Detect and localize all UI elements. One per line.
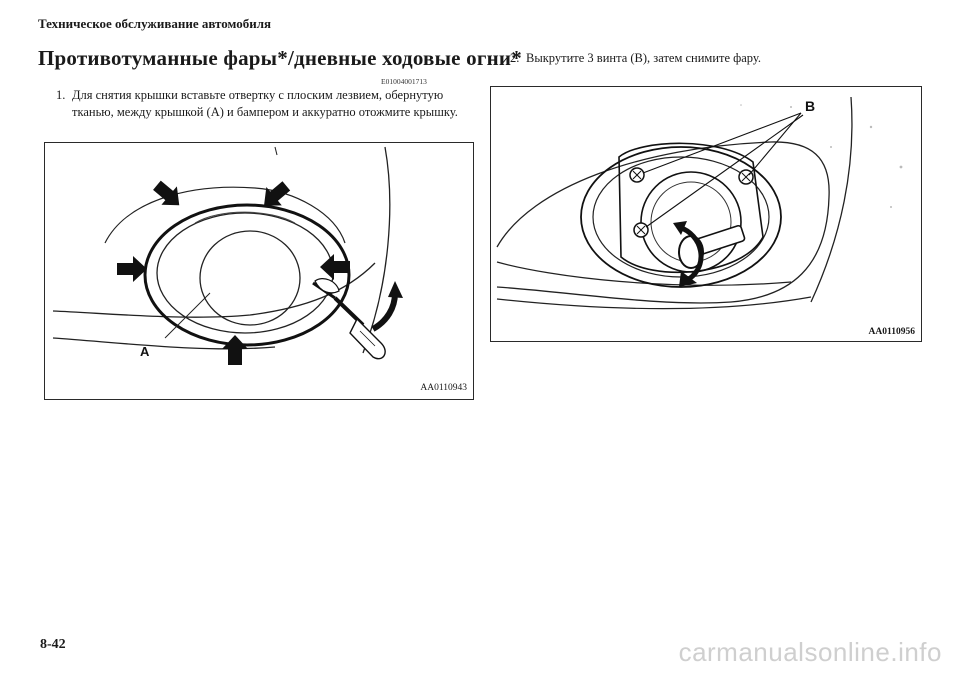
screwdriver-icon [312,278,386,360]
callout-a-label: A [140,344,150,359]
page-number: 8-42 [40,637,66,652]
step-2: 2. Выкрутите 3 винта (B), затем снимите ф… [510,50,930,67]
callout-b-label: B [805,98,815,114]
step-1-text: Для снятия крышки вставьте отвертку с пл… [72,88,458,119]
screw-icon [629,167,754,238]
page-title: Противотуманные фары*/дневные ходовые ог… [38,46,522,70]
section-header: Техническое обслуживание автомобиля [38,16,272,31]
step-1-number: 1. [56,88,66,102]
step-1: 1. Для снятия крышки вставьте отвертку с … [56,87,476,121]
document-code: E01004001713 [381,77,427,86]
figure-code: AA0110943 [420,383,467,393]
figure-cover-removal: A AA0110943 [44,142,474,400]
fog-light-screws-illustration: B [496,96,903,310]
arrow-icon [117,180,350,365]
watermark: carmanualsonline.info [678,637,942,667]
step-2-number: 2. [510,51,520,65]
figure-screw-removal: B AA0110956 [490,86,922,342]
fog-light-cover-illustration: A [52,146,403,365]
step-2-text: Выкрутите 3 винта (B), затем снимите фар… [526,51,762,65]
figure-code: AA0110956 [868,327,915,337]
